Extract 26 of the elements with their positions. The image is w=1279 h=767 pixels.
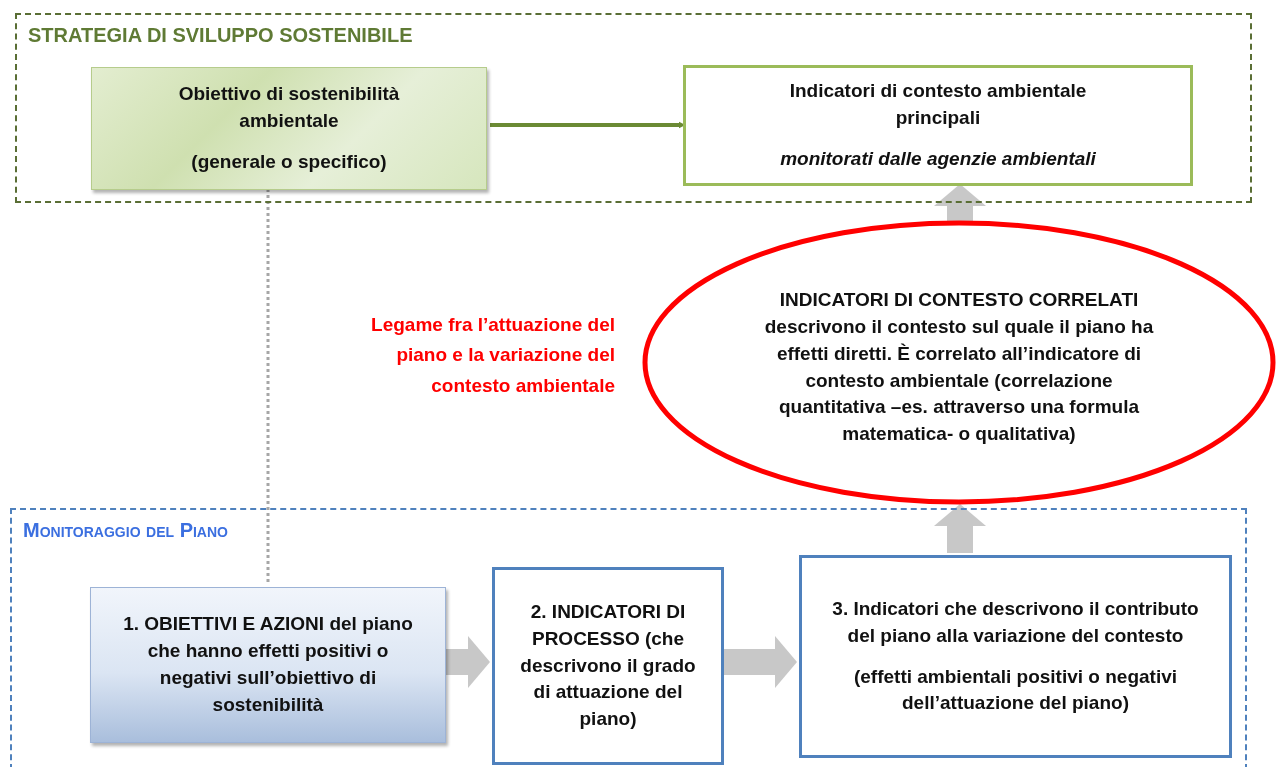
contribution-indicator-box — [799, 555, 1232, 758]
group-title: Monitoraggio del Piano — [23, 518, 228, 543]
node-heading: Indicatori di contesto ambientale principali — [788, 79, 1088, 130]
block-arrow — [444, 636, 490, 688]
node-body: (effetti ambientali positivi o negativi dell’attuazione del piano) — [852, 664, 1178, 716]
block-arrow — [722, 636, 797, 688]
group-title: STRATEGIA DI SVILUPPO SOSTENIBILE — [28, 23, 413, 48]
indicator-box — [683, 65, 1193, 186]
correlated-indicators-ellipse — [642, 220, 1276, 505]
node-body: (generale o specifico) — [190, 150, 388, 174]
block-arrow — [934, 184, 986, 221]
node-text: 2. INDICATORI DI PROCESSO (che descrivono il grado di attuazione del piano) — [519, 599, 697, 732]
node-heading: 3. Indicatori che descrivono il contributo del piano alla variazione del contesto — [831, 596, 1200, 648]
block-arrow — [934, 504, 986, 553]
monitoring-group — [10, 508, 1247, 767]
node-heading: INDICATORI DI CONTESTO CORRELATI — [778, 287, 1140, 312]
node-body: monitorati dalle agenzie ambientali — [779, 147, 1097, 171]
node-heading: Obiettivo di sostenibilità ambientale — [177, 82, 401, 133]
node-text: 1. OBIETTIVI E AZIONI del piano che hanno effetti positivi o negativi sull’obiettivo di sostenibilità — [122, 612, 414, 717]
process-indicator-box — [492, 567, 724, 765]
objectives-box — [90, 587, 446, 743]
node-body: descrivono il contesto sul quale il piano ha effetti diretti. È correlato all’indicatore di contesto ambientale (correlazione quantitativa –es. attraverso una formula matematica- o qualitativa) — [763, 314, 1155, 447]
strategy-group — [15, 13, 1252, 203]
objective-box — [91, 67, 487, 190]
annotation-text: Legame fra l’attuazione del piano e la variazione del contesto ambientale — [370, 313, 615, 398]
dotted-line — [266, 189, 270, 585]
